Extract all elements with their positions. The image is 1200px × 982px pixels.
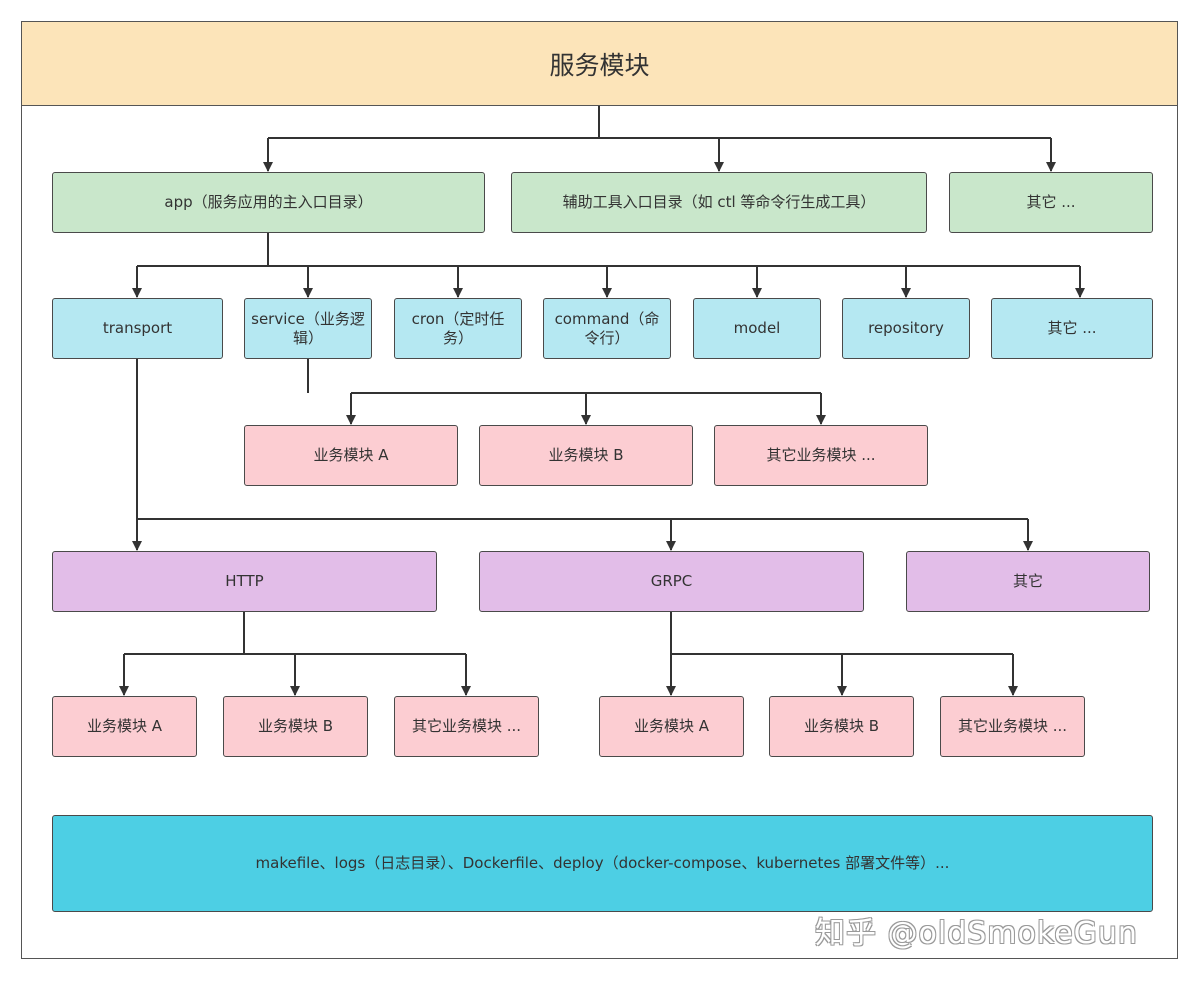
node-service-module-a: 业务模块 A xyxy=(244,425,458,486)
node-grpc-module-b: 业务模块 B xyxy=(769,696,914,757)
node-other-top: 其它 ... xyxy=(949,172,1153,233)
node-app: app（服务应用的主入口目录） xyxy=(52,172,485,233)
node-helper-tools: 辅助工具入口目录（如 ctl 等命令行生成工具） xyxy=(511,172,927,233)
node-command: command（命令行） xyxy=(543,298,671,359)
node-service: service（业务逻辑） xyxy=(244,298,372,359)
node-other-protocol: 其它 xyxy=(906,551,1150,612)
connector-http-bus xyxy=(124,611,466,655)
watermark: 知乎 @oldSmokeGun xyxy=(815,916,1138,951)
node-grpc-module-a: 业务模块 A xyxy=(599,696,744,757)
node-http-module-other: 其它业务模块 ... xyxy=(394,696,539,757)
node-http-module-a: 业务模块 A xyxy=(52,696,197,757)
node-other-level2: 其它 ... xyxy=(991,298,1153,359)
node-grpc: GRPC xyxy=(479,551,864,612)
node-grpc-module-other: 其它业务模块 ... xyxy=(940,696,1085,757)
node-cron: cron（定时任务） xyxy=(394,298,522,359)
node-http-module-b: 业务模块 B xyxy=(223,696,368,757)
connector-title-bus xyxy=(268,106,1051,139)
node-transport: transport xyxy=(52,298,223,359)
node-model: model xyxy=(693,298,821,359)
connector-service-bus xyxy=(307,359,821,394)
node-service-module-b: 业务模块 B xyxy=(479,425,693,486)
diagram-title: 服务模块 xyxy=(21,21,1178,106)
connector-transport-bus xyxy=(136,359,1028,520)
node-misc-files: makefile、logs（日志目录）、Dockerfile、deploy（do… xyxy=(52,815,1153,912)
node-repository: repository xyxy=(842,298,970,359)
node-service-module-other: 其它业务模块 ... xyxy=(714,425,928,486)
connector-app-bus xyxy=(137,233,1080,267)
node-http: HTTP xyxy=(52,551,437,612)
connector-grpc-bus xyxy=(670,611,1013,655)
